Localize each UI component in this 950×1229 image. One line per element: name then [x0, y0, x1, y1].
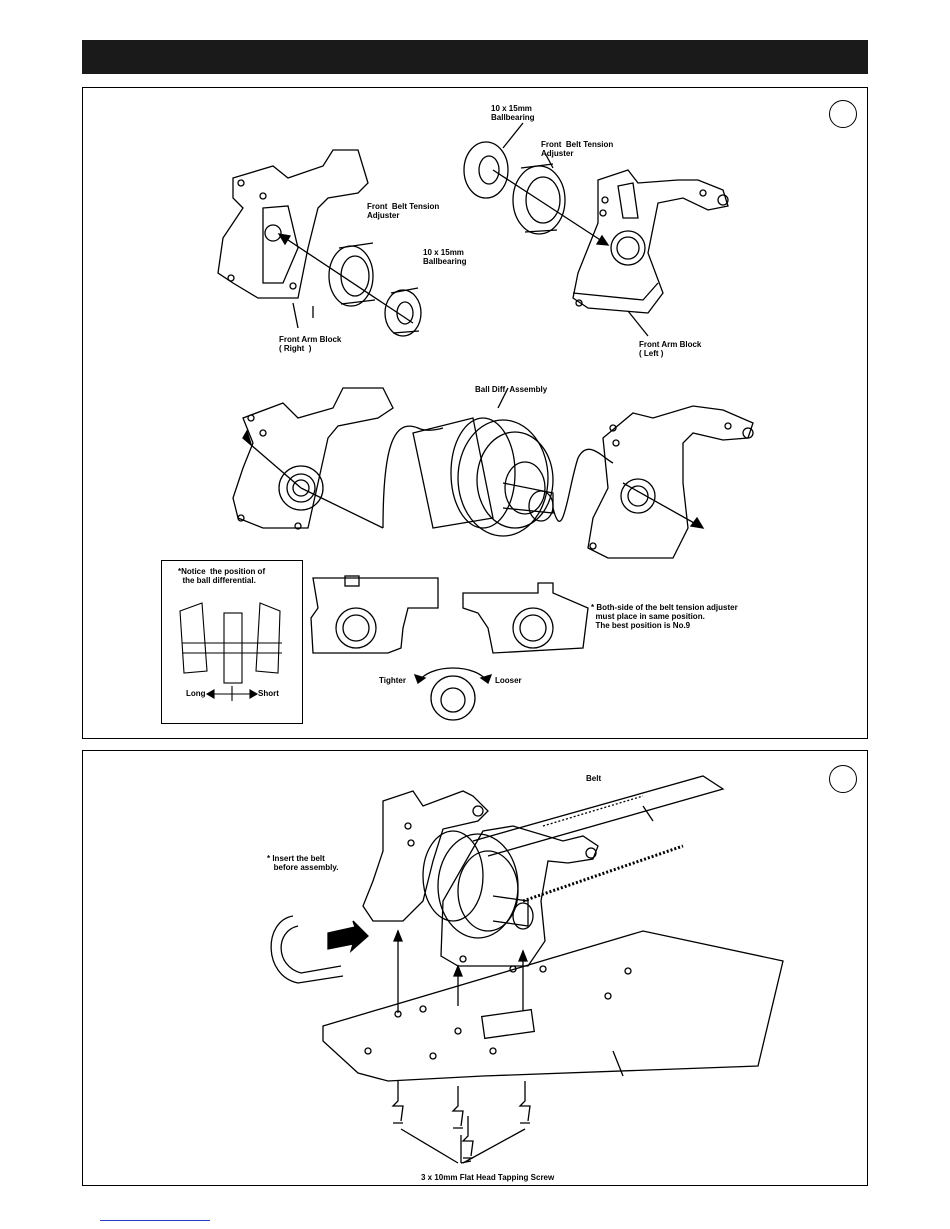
section-header-bar — [82, 40, 868, 74]
label-right-ballbearing: 10 x 15mm Ballbearing — [423, 248, 467, 266]
step-number-circle — [829, 100, 857, 128]
step-panel-belt-install: Belt * Insert the belt before assembly. … — [82, 750, 868, 1186]
step-panel-diff-assembly: 10 x 15mm Ballbearing Front Belt Tension… — [82, 87, 868, 739]
label-tighter: Tighter — [379, 676, 406, 685]
label-ball-diff: Ball Diff. Assembly — [475, 385, 548, 394]
footer-link-underline[interactable] — [100, 1220, 210, 1221]
diff-assembly-illustration — [217, 122, 754, 721]
notice-diagram — [179, 602, 282, 701]
label-adjuster-note: * Both-side of the belt tension adjuster… — [591, 603, 738, 630]
label-left-arm-block: Front Arm Block ( Left ) — [639, 340, 702, 358]
step-number-circle — [829, 765, 857, 793]
notice-box: *Notice the position of the ball differe… — [161, 560, 303, 724]
label-right-arm-block: Front Arm Block ( Right ) — [279, 335, 342, 353]
label-belt: Belt — [586, 774, 602, 783]
label-screws: 3 x 10mm Flat Head Tapping Screw — [421, 1173, 555, 1182]
label-looser: Looser — [495, 676, 522, 685]
label-insert-note: * Insert the belt before assembly. — [267, 854, 339, 872]
label-notice: *Notice the position of the ball differe… — [178, 567, 266, 585]
label-left-ballbearing: 10 x 15mm Ballbearing — [491, 104, 535, 122]
label-short: Short — [258, 689, 279, 698]
label-long: Long — [186, 689, 206, 698]
label-right-adjuster: Front Belt Tension Adjuster — [367, 202, 440, 220]
label-left-adjuster: Front Belt Tension Adjuster — [541, 140, 614, 158]
belt-install-illustration — [270, 775, 784, 1164]
